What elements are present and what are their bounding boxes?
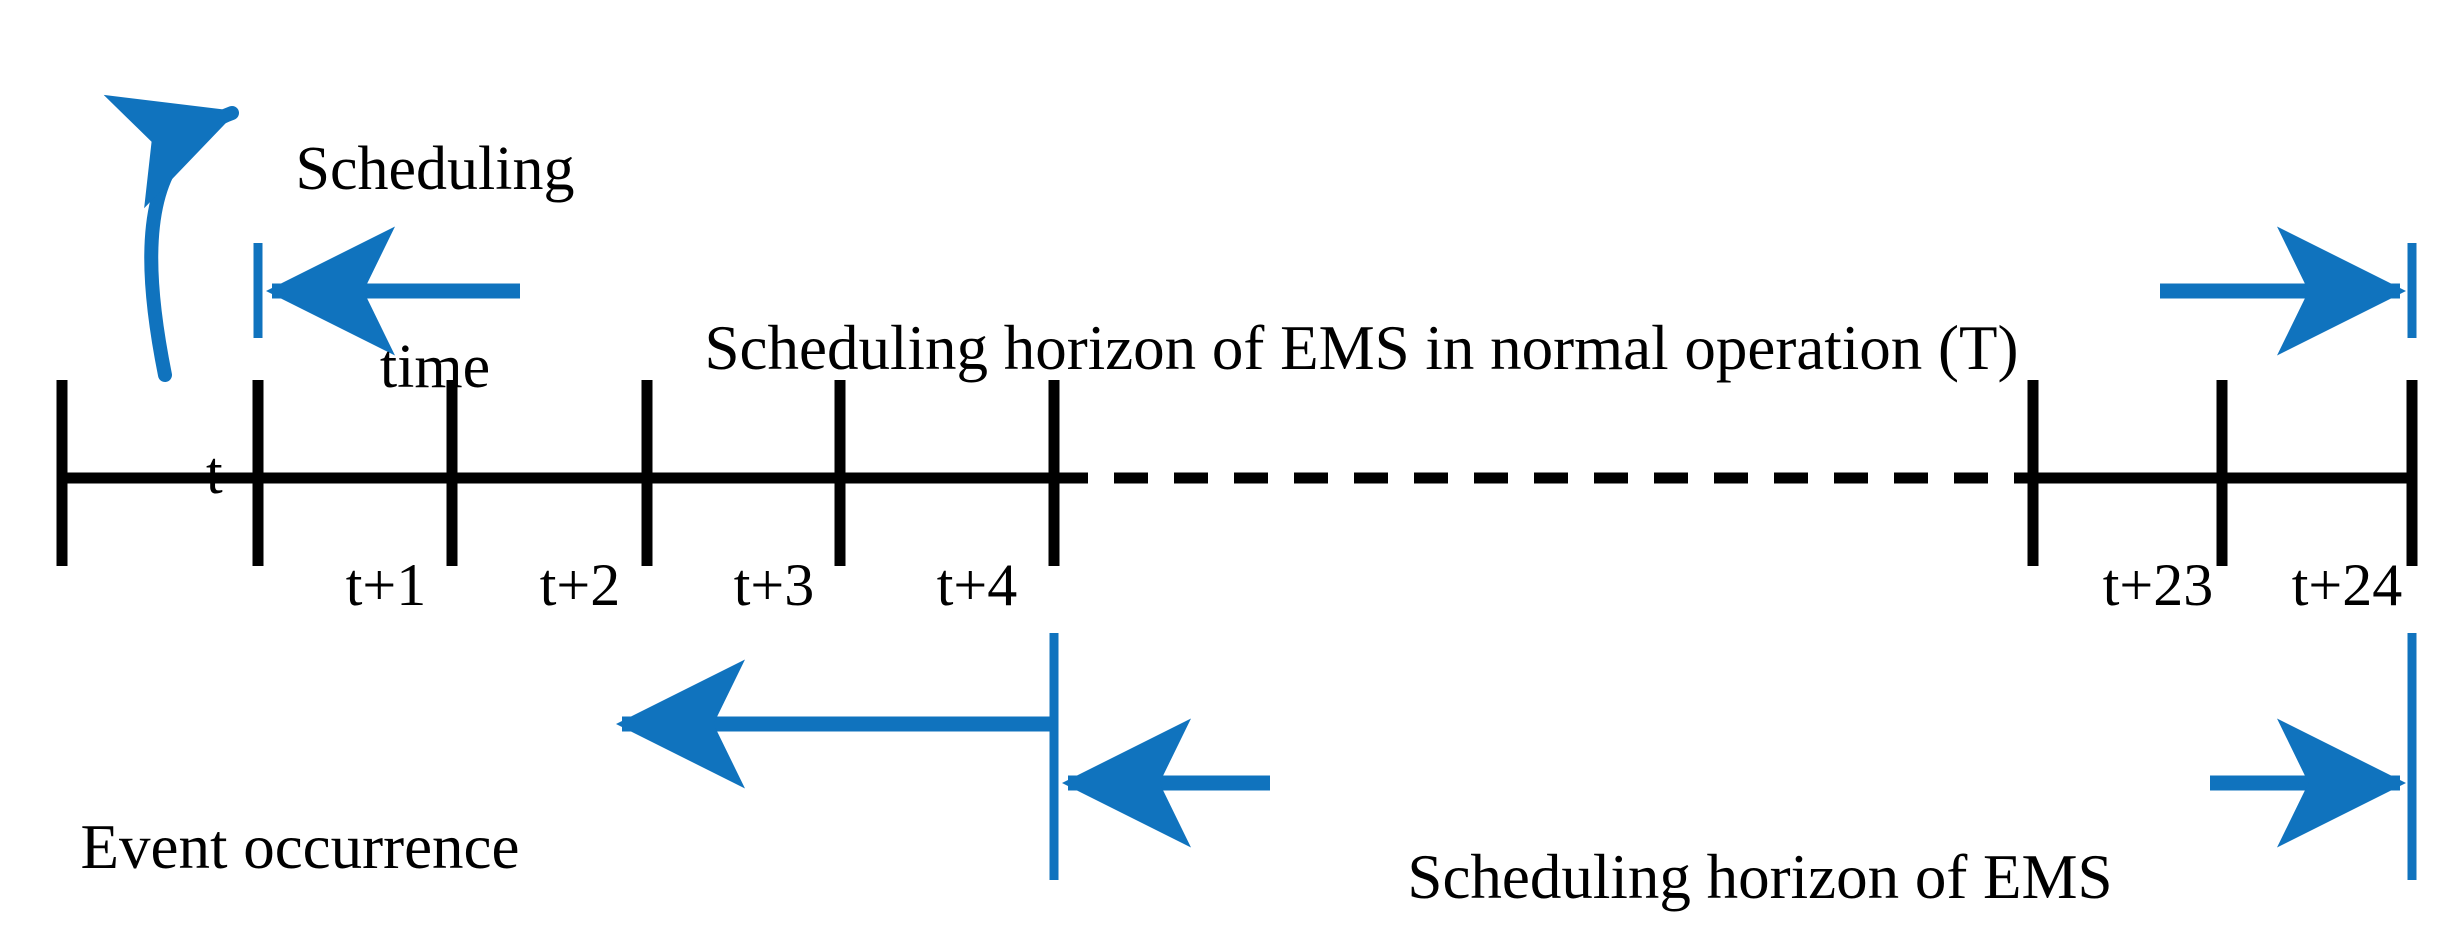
interval-label-t1: t+1 [265, 490, 447, 681]
emergency-horizon-label: Scheduling horizon of EMS in emergency o… [1255, 710, 2265, 952]
interval-text: t+2 [539, 551, 621, 618]
scheduling-time-label: Scheduling time [255, 6, 615, 532]
event-time-line1: Event occurrence [80, 811, 520, 882]
interval-label-t3: t+3 [654, 490, 834, 681]
normal-horizon-text: Scheduling horizon of EMS in normal oper… [704, 312, 2019, 383]
emergency-horizon-line1: Scheduling horizon of EMS [1407, 841, 2113, 912]
event-time-label: Event occurrence time (h) [0, 680, 600, 952]
interval-text: t+23 [2102, 551, 2214, 618]
scheduling-time-line1: Scheduling [295, 135, 575, 204]
interval-label-t4: t+4 [847, 490, 1047, 681]
interval-text: t+24 [2291, 551, 2403, 618]
current-time-text: t [206, 439, 223, 506]
interval-text: t+3 [733, 551, 815, 618]
scheduling-time-callout-arrow [103, 94, 239, 382]
interval-label-t24: t+24 [2229, 490, 2405, 681]
scheduling-time-line2: time [379, 332, 491, 401]
interval-label-t2: t+2 [459, 490, 641, 681]
current-time-label: t [146, 378, 223, 569]
interval-text: t+4 [936, 551, 1018, 618]
normal-horizon-label: Scheduling horizon of EMS in normal oper… [480, 248, 2180, 448]
interval-label-t23: t+23 [2040, 490, 2216, 681]
interval-text: t+1 [345, 551, 427, 618]
